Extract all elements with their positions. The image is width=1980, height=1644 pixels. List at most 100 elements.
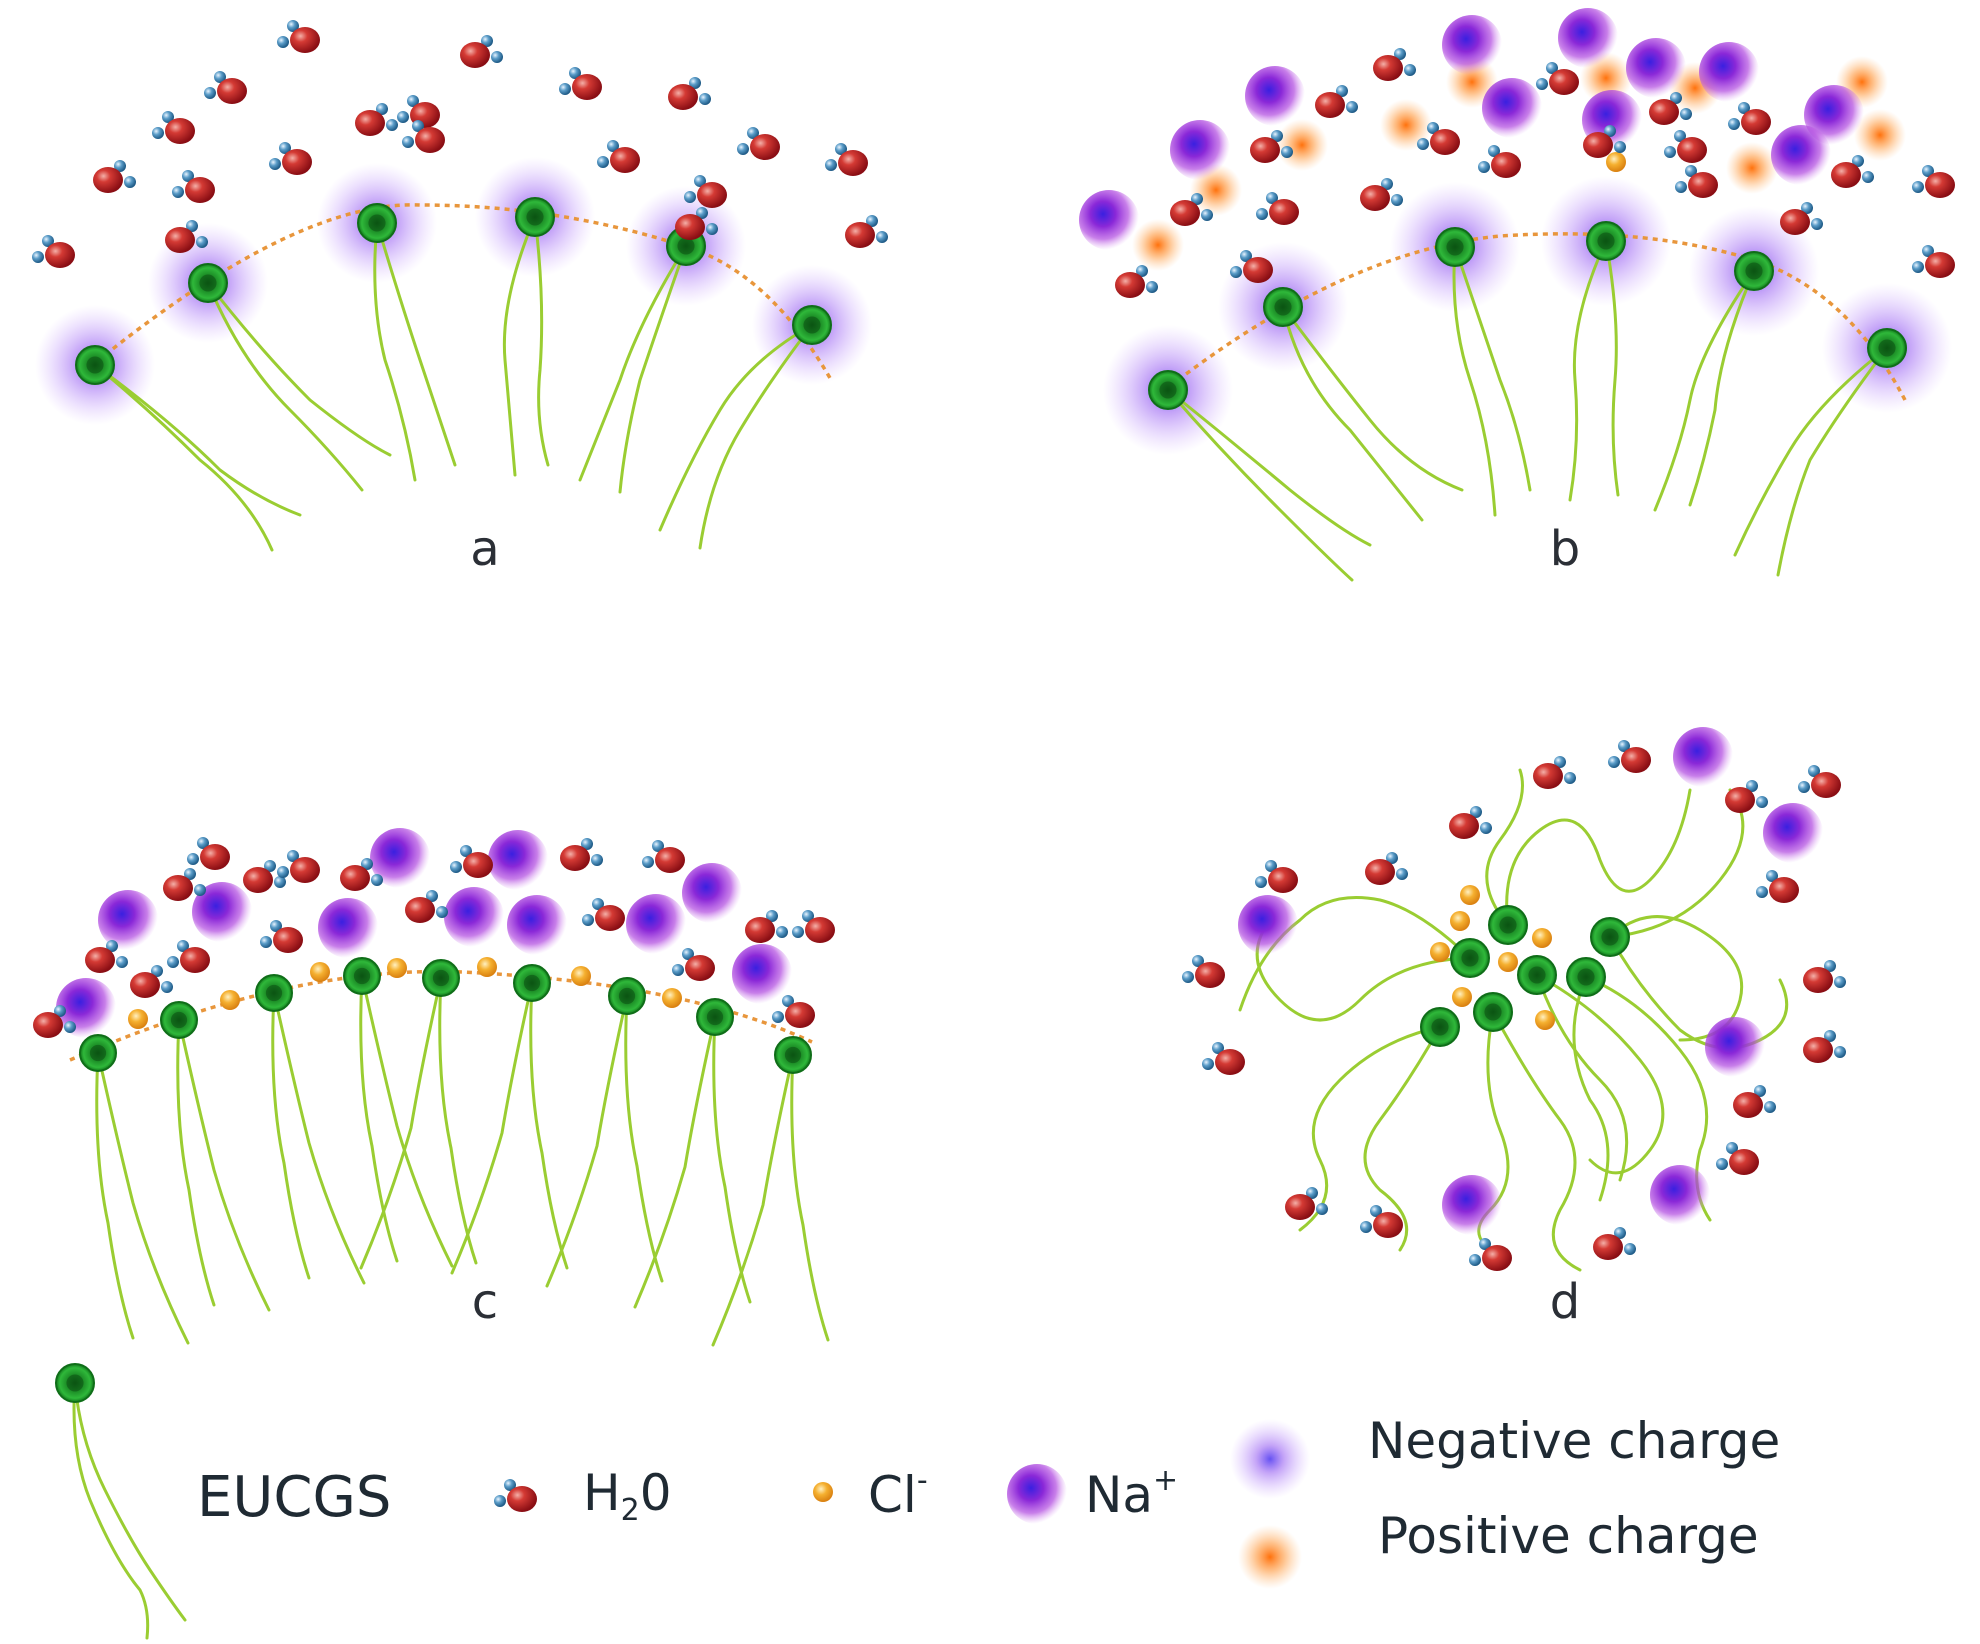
water-molecule xyxy=(597,140,640,173)
surfactant-tail xyxy=(373,221,417,482)
water-molecule xyxy=(152,111,195,144)
water-molecule xyxy=(1728,102,1771,135)
chloride-ion xyxy=(220,990,240,1010)
sodium-ion xyxy=(1804,85,1864,145)
sodium-ion xyxy=(1771,125,1831,185)
sodium-ion xyxy=(1763,803,1823,863)
legend-eucgs-label: EUCGS xyxy=(197,1465,391,1530)
water-molecule xyxy=(1115,265,1158,298)
chloride-ion xyxy=(1498,952,1518,972)
chloride-ion xyxy=(387,958,407,978)
positive-charge-glow xyxy=(1726,142,1778,194)
chloride-ion xyxy=(1430,942,1450,962)
surfactant-tail xyxy=(73,1381,187,1622)
panel-label-c: c xyxy=(472,1274,498,1330)
water-molecule xyxy=(167,940,210,973)
water-molecule xyxy=(1182,955,1225,988)
positive-charge-icon xyxy=(1238,1525,1302,1589)
surfactant-head xyxy=(357,203,397,243)
water-molecule xyxy=(1256,192,1299,225)
water-molecule xyxy=(340,858,383,891)
sodium-ion-icon xyxy=(1007,1464,1067,1524)
legend-negative-charge-label: Negative charge xyxy=(1368,1412,1780,1470)
water-molecule xyxy=(792,910,835,943)
water-molecule xyxy=(1912,245,1955,278)
water-molecule xyxy=(1360,178,1403,211)
surfactant-tail xyxy=(1281,305,1424,522)
water-molecule xyxy=(269,142,312,175)
positive-charge-glow xyxy=(1132,219,1184,271)
surfactant-head xyxy=(1517,955,1557,995)
water-molecule xyxy=(1170,193,1213,226)
chloride-ion xyxy=(1535,1010,1555,1030)
surfactant-tail xyxy=(1572,975,1610,1202)
panel-label-b: b xyxy=(1550,521,1580,577)
surfactant-head xyxy=(1148,370,1188,410)
sodium-ion xyxy=(1482,78,1542,138)
water-molecule xyxy=(1360,1205,1403,1238)
surfactant-tail xyxy=(1776,346,1889,577)
water-molecule xyxy=(560,838,603,871)
water-molecule xyxy=(1608,740,1651,773)
surfactant-head xyxy=(422,959,460,997)
surfactant-tail xyxy=(790,1053,830,1342)
sodium-ion xyxy=(1673,727,1733,787)
water-molecule xyxy=(668,77,711,110)
water-molecule xyxy=(1912,165,1955,198)
water-molecule xyxy=(1285,1187,1328,1220)
sodium-ion xyxy=(488,830,548,890)
surfactant-head xyxy=(608,977,646,1015)
surfactant-tail xyxy=(93,363,274,552)
water-molecule xyxy=(559,67,602,100)
sodium-ion xyxy=(1007,1464,1067,1524)
water-molecule xyxy=(1803,1030,1846,1063)
surfactant-tail xyxy=(578,244,688,482)
water-molecule xyxy=(1255,860,1298,893)
positive-charge-glow xyxy=(1854,109,1906,161)
surfactant-tail xyxy=(533,215,550,467)
surfactant-tail xyxy=(711,1053,795,1347)
surfactant-tail xyxy=(1166,388,1372,547)
water-molecule xyxy=(405,890,448,923)
water-molecule xyxy=(494,1479,537,1512)
sodium-ion xyxy=(732,944,792,1004)
surfactant-head xyxy=(1488,905,1528,945)
surfactant-head xyxy=(75,345,115,385)
water-molecule-icon xyxy=(494,1479,537,1512)
surfactant-head xyxy=(1867,328,1907,368)
water-molecule xyxy=(1664,130,1707,163)
sodium-ion xyxy=(1245,66,1305,126)
water-molecule xyxy=(260,920,303,953)
surfactant-head xyxy=(160,1001,198,1039)
water-molecule xyxy=(1831,155,1874,188)
surfactant-tail xyxy=(271,991,311,1280)
surfactant-tail xyxy=(698,323,814,550)
surfactant-head xyxy=(774,1036,812,1074)
surfactant-head xyxy=(1263,287,1303,327)
water-molecule xyxy=(1716,1142,1759,1175)
chloride-ion xyxy=(1452,987,1472,1007)
sodium-ion xyxy=(1650,1165,1710,1225)
water-molecule xyxy=(1202,1042,1245,1075)
surfactant-head xyxy=(188,263,228,303)
chloride-ion xyxy=(571,966,591,986)
water-molecule xyxy=(1780,202,1823,235)
water-molecule xyxy=(1733,1085,1776,1118)
surfactant-tail xyxy=(529,981,569,1270)
surfactant-tail xyxy=(1604,239,1620,497)
sodium-ion xyxy=(1558,8,1618,68)
panel-b xyxy=(1079,8,1955,582)
legend: EUCGS H20 Cl- Na+ Negative charge Positi… xyxy=(55,1363,1780,1640)
water-molecule xyxy=(642,840,685,873)
interface-line xyxy=(1176,232,1907,401)
panel-a xyxy=(32,20,888,552)
panel-c xyxy=(33,828,835,1347)
surfactant-tail xyxy=(96,1051,190,1345)
water-molecule xyxy=(130,965,173,998)
surfactant-tail xyxy=(1485,768,1524,927)
surfactant-tail xyxy=(1568,239,1608,502)
surfactant-head xyxy=(696,998,734,1036)
surfactant-tail xyxy=(1688,269,1756,507)
water-molecule xyxy=(675,207,718,240)
surfactant-tail xyxy=(618,244,688,494)
